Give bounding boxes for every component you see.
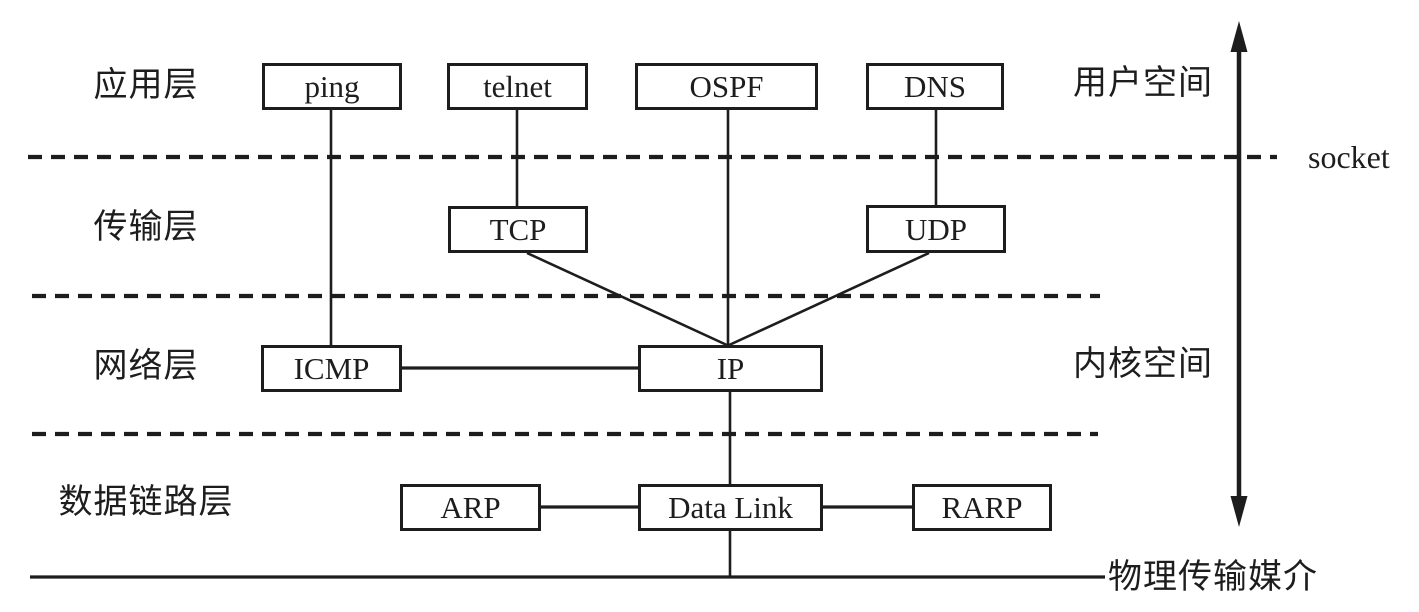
physical-medium-label: 物理传输媒介 bbox=[1108, 559, 1318, 596]
layer-label-application: 应用层 bbox=[93, 67, 199, 104]
node-dns: DNS bbox=[866, 63, 1004, 110]
space-label-user: 用户空间 bbox=[1073, 65, 1213, 102]
layer-label-data-link: 数据链路层 bbox=[58, 484, 234, 521]
arrow-down-icon bbox=[1230, 496, 1248, 527]
node-ip: IP bbox=[638, 345, 823, 392]
node-ospf: OSPF bbox=[635, 63, 818, 110]
socket-label: socket bbox=[1308, 139, 1390, 175]
layer-label-transport: 传输层 bbox=[93, 209, 199, 246]
node-data-link: Data Link bbox=[638, 484, 823, 531]
edge-tcp-ip bbox=[526, 251, 730, 348]
node-tcp: TCP bbox=[448, 206, 588, 253]
arrow-up-icon bbox=[1230, 21, 1248, 52]
space-label-kernel: 内核空间 bbox=[1073, 346, 1213, 383]
node-rarp: RARP bbox=[912, 484, 1052, 531]
node-telnet: telnet bbox=[447, 63, 588, 110]
node-icmp: ICMP bbox=[261, 345, 402, 392]
node-udp: UDP bbox=[866, 205, 1006, 253]
layer-label-network: 网络层 bbox=[93, 348, 199, 385]
node-ping: ping bbox=[262, 63, 402, 110]
edge-udp-ip bbox=[726, 251, 930, 348]
node-arp: ARP bbox=[400, 484, 541, 531]
